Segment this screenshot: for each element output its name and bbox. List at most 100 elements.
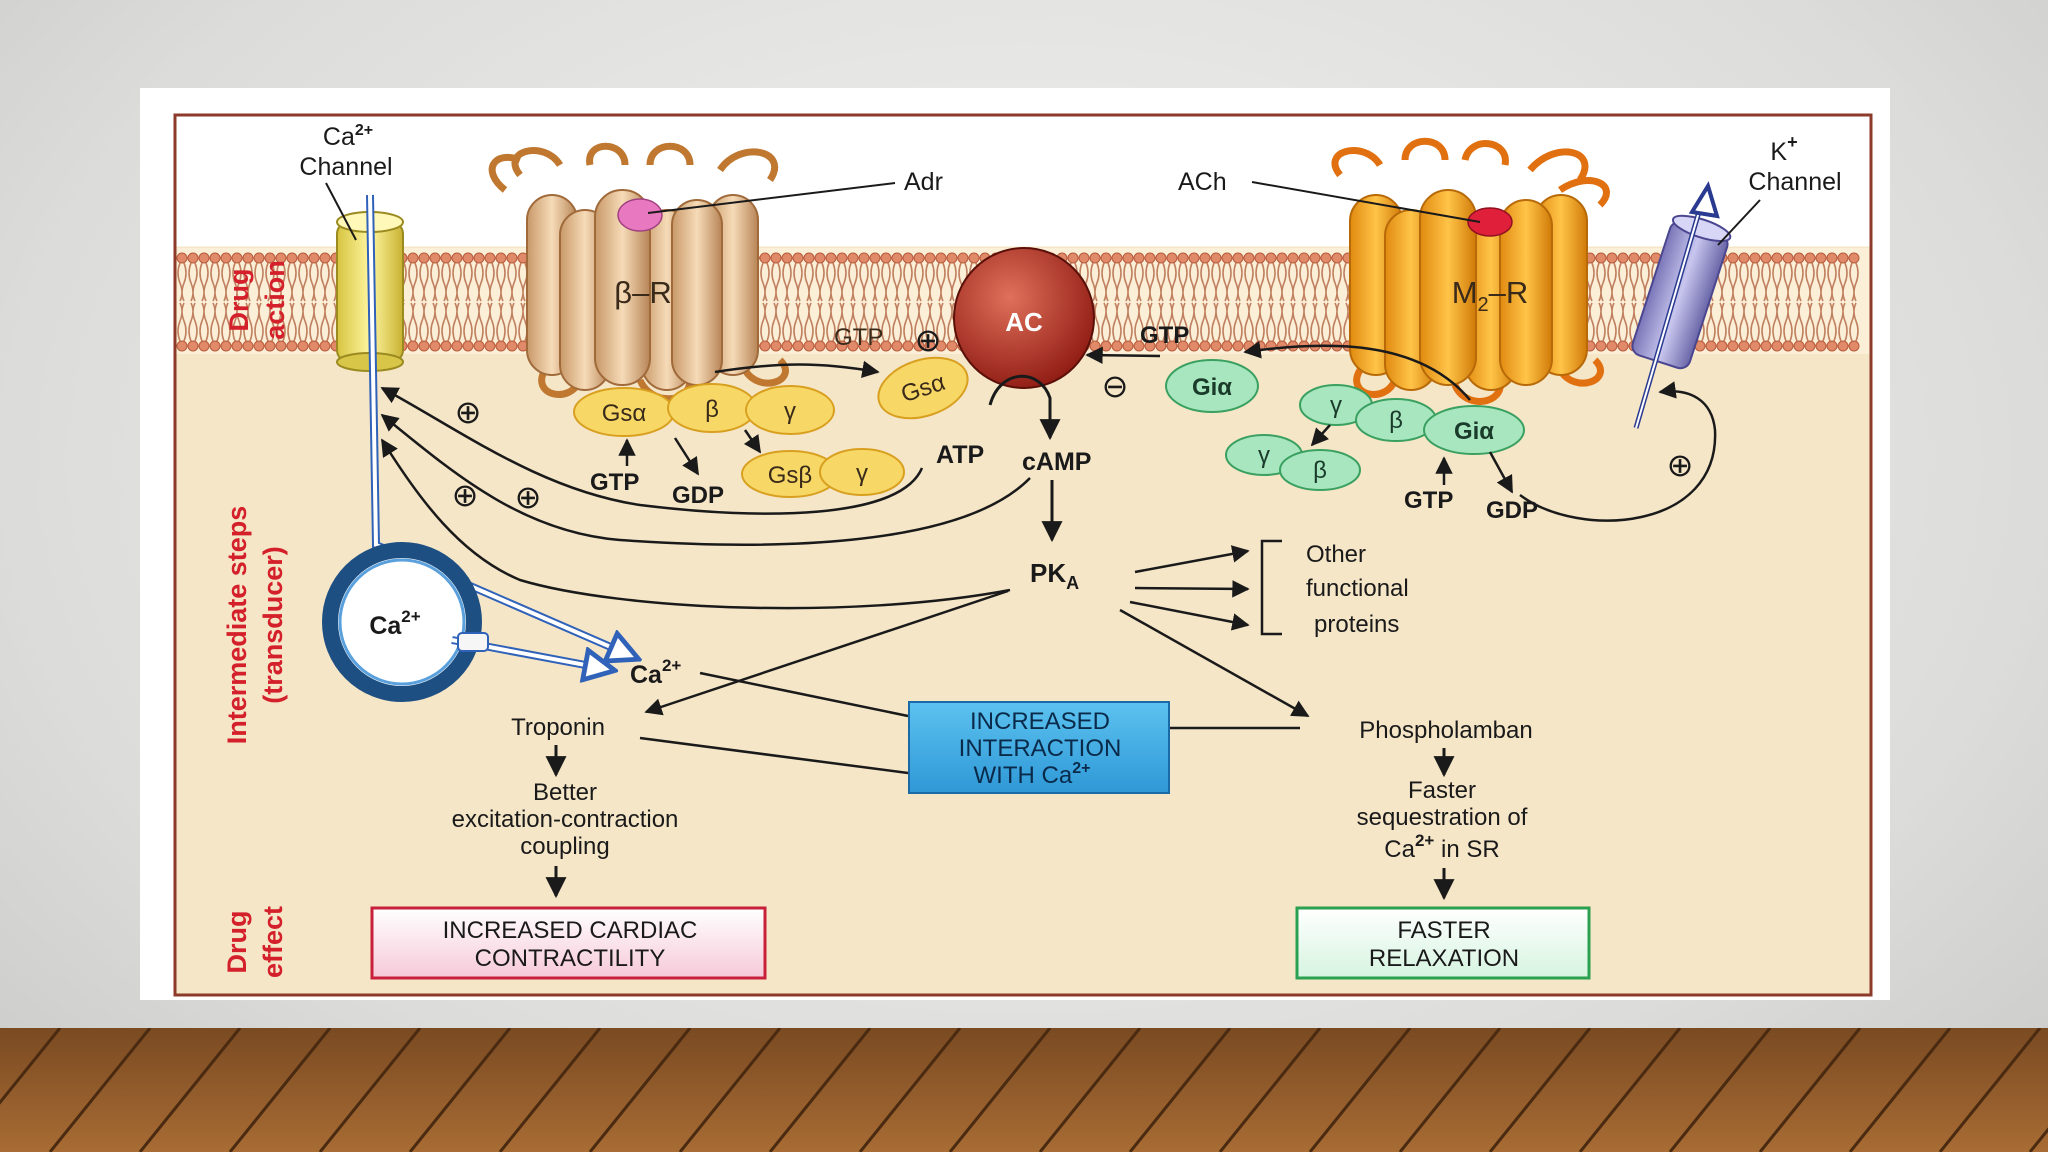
k-channel-pointer: [1717, 199, 1761, 246]
sr-ca-charge: 2+: [401, 607, 420, 626]
m2-tail: –R: [1489, 275, 1529, 310]
atp-label: ATP: [936, 441, 984, 469]
sarcoplasmic-reticulum: [322, 542, 482, 702]
gs-alpha-label: Gsα: [602, 400, 647, 427]
k-channel-label: K+ Channel: [1748, 132, 1841, 196]
gs-alpha-active: [877, 356, 969, 420]
adenylyl-cyclase: [953, 247, 1095, 389]
increased-interaction-text: INCREASED INTERACTION WITH Ca2+: [959, 708, 1122, 789]
gi-protein-complex: [1299, 384, 1525, 455]
side-label-drug-action: Drug action: [224, 260, 290, 340]
gi-alpha-active: [1165, 359, 1259, 413]
gi-beta-label: β: [1389, 407, 1403, 434]
ach-label: ACh: [1178, 168, 1227, 196]
free-ca-ion: Ca: [630, 661, 663, 689]
ca-channel-label: Ca2+ Channel: [299, 122, 392, 181]
side-label-line: action: [260, 260, 290, 340]
faster-relaxation-text: FASTER RELAXATION: [1369, 917, 1519, 972]
side-label-line: effect: [258, 906, 288, 978]
effect-line: sequestration of: [1357, 804, 1528, 831]
k-channel: [1631, 214, 1732, 370]
side-label-drug-effect: Drug effect: [222, 906, 288, 978]
ach-pointer: [1251, 181, 1481, 223]
sr-ca-ion: Ca: [369, 612, 402, 640]
faster-relaxation-box: [1295, 906, 1591, 980]
gi-alpha-active-label: Giα: [1192, 374, 1232, 401]
gi-gamma2-label: γ: [1258, 442, 1270, 469]
increased-interaction-box: [908, 701, 1170, 794]
ca-ion: Ca: [323, 123, 355, 151]
gi-gamma-label: γ: [1330, 392, 1342, 419]
beta-receptor-label: β–R: [614, 275, 671, 310]
plus-gs-to-ac: ⊕: [915, 322, 942, 358]
increased-contractility-text: INCREASED CARDIAC CONTRACTILITY: [443, 917, 698, 972]
side-label-intermediate-steps: Intermediate steps (transducer): [222, 506, 288, 745]
ca-channel-pointer: [325, 182, 357, 241]
effect-line: Faster: [1408, 777, 1476, 804]
other-proteins-bracket: [1260, 539, 1282, 636]
effect-line: excitation-contraction: [452, 806, 679, 833]
m2-sub: 2: [1478, 294, 1489, 316]
k-charge: +: [1787, 132, 1798, 152]
svg-text:Ca2+: Ca2+: [323, 122, 373, 151]
g-protein-arrows: [618, 341, 1514, 494]
effect-ca-ion: Ca: [1384, 836, 1415, 863]
side-label-line: (transducer): [258, 546, 288, 704]
pka-main: PK: [1030, 558, 1066, 588]
interaction-connector-lines: [639, 671, 1300, 775]
other-proteins-line: functional: [1306, 575, 1409, 602]
m2-receptor: [1331, 137, 1610, 405]
plus-near-ca-2: ⊕: [452, 477, 479, 513]
box-line-last: WITH Ca: [974, 762, 1073, 789]
svg-text:WITH Ca2+: WITH Ca2+: [974, 760, 1091, 789]
ca-charge: 2+: [355, 122, 373, 139]
adr-pointer: [647, 182, 896, 214]
other-proteins-line: Other: [1306, 541, 1366, 568]
box-line: INCREASED: [970, 708, 1110, 735]
box-line: CONTRACTILITY: [475, 945, 666, 972]
box-line: INTERACTION: [959, 735, 1122, 762]
gs-gamma-dimer-label: γ: [856, 460, 868, 487]
side-label-line: Drug: [222, 911, 252, 974]
troponin-label: Troponin: [511, 714, 605, 741]
plus-near-ca-1: ⊕: [455, 394, 482, 430]
phospholamban-label: Phospholamban: [1359, 717, 1532, 744]
other-proteins-line: proteins: [1314, 611, 1399, 638]
gs-active-gtp-label: GTP: [834, 324, 883, 351]
m2-receptor-label: M2–R: [1452, 275, 1529, 316]
plus-near-ca-3: ⊕: [515, 479, 542, 515]
troponin-effect: Better excitation-contraction coupling: [452, 779, 679, 860]
box-line: FASTER: [1397, 917, 1490, 944]
camp-label: cAMP: [1022, 448, 1091, 476]
side-label-line: Drug: [224, 269, 254, 332]
minus-gi-to-ac: ⊖: [1102, 368, 1129, 404]
gi-active-gtp-label: GTP: [1140, 322, 1189, 349]
gs-beta-dimer-label: Gsβ: [768, 462, 812, 489]
box-line: INCREASED CARDIAC: [443, 917, 698, 944]
adr-label: Adr: [904, 168, 943, 196]
feedback-arrows-to-ca-channel: [380, 381, 1717, 610]
effect-line: coupling: [520, 833, 609, 860]
ca-channel-text: Channel: [299, 153, 392, 181]
extracellular-space: [176, 116, 1870, 247]
gs-protein-complex: [573, 383, 835, 437]
ac-label: AC: [1005, 307, 1043, 337]
gi-beta-gamma-dimer: [1225, 434, 1361, 491]
free-ca-label: Ca2+: [630, 656, 681, 689]
phospholamban-effect: Faster sequestration of Ca2+ in SR: [1357, 777, 1528, 863]
side-label-line: Intermediate steps: [222, 506, 252, 745]
effect-in-sr: in SR: [1434, 836, 1499, 863]
gs-gdp-label: GDP: [672, 482, 724, 509]
gs-beta-label: β: [705, 396, 719, 423]
k-ion: K: [1770, 138, 1787, 166]
wooden-floor: [0, 1028, 2048, 1152]
gi-gtp-label: GTP: [1404, 487, 1453, 514]
m2-main: M: [1452, 275, 1478, 310]
gs-gamma-label: γ: [784, 398, 796, 425]
effect-ca-charge: 2+: [1415, 831, 1434, 850]
free-ca-charge: 2+: [662, 656, 681, 675]
effect-line: Better: [533, 779, 597, 806]
sr-channel: [457, 632, 489, 652]
increased-contractility-box: [370, 906, 767, 980]
